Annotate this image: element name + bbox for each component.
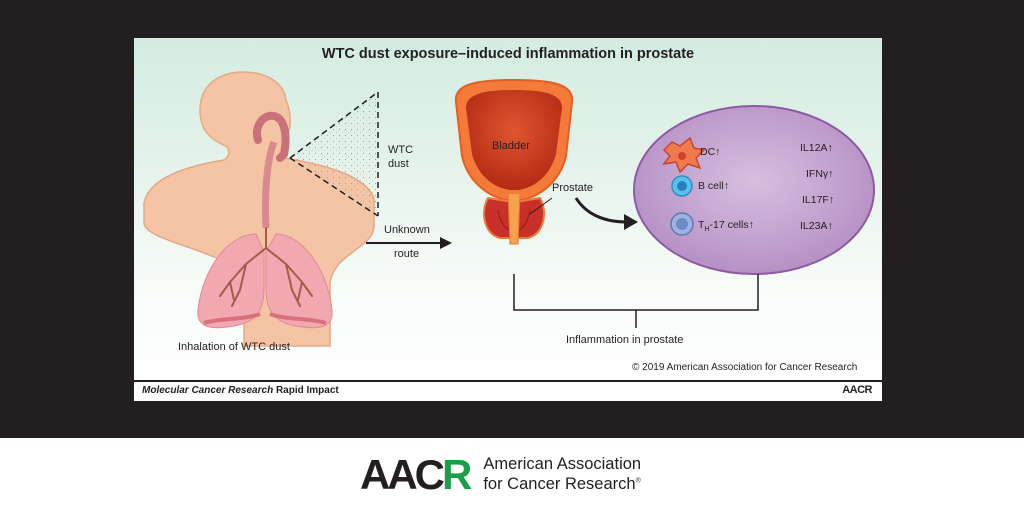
aacr-name: American Association for Cancer Research…: [483, 455, 641, 495]
dc-cell-icon: [662, 136, 706, 174]
ifng-up-arrow-icon: ↑: [828, 168, 834, 180]
bladder-prostate: [454, 78, 574, 245]
footer-aacr-logo: AACR: [842, 384, 872, 396]
th17-name-sub: H: [704, 226, 710, 234]
unknown-route-label-1: Unknown: [384, 224, 430, 236]
dc-up-arrow-icon: ↑: [715, 146, 721, 158]
brand-bar: [0, 438, 1024, 512]
cytokine-il12a-name: IL12A: [800, 142, 828, 154]
b-cell-label: B cell↑: [698, 180, 729, 192]
figure-area: WTC dust exposure–induced inflammation i…: [134, 38, 882, 380]
aacr-logo-prefix: AAC: [360, 451, 445, 498]
figure-title: WTC dust exposure–induced inflammation i…: [321, 46, 695, 62]
dc-name: DC: [700, 146, 716, 158]
copyright: © 2019 American Association for Cancer R…: [632, 362, 858, 373]
prostate-label: Prostate: [552, 182, 593, 194]
aacr-name-line1: American Association: [483, 455, 642, 474]
wtc-dust-label-1: WTC: [388, 144, 414, 156]
th17-cell-icon: [670, 212, 694, 236]
cytokine-il17f-name: IL17F: [802, 194, 829, 206]
cytokine-ifng: IFNγ↑: [806, 168, 833, 180]
th17-name-rest: -17 cells: [709, 219, 749, 231]
aacr-logo-r: R: [442, 451, 472, 498]
footer-divider: [134, 380, 882, 382]
inhalation-label: Inhalation of WTC dust: [178, 341, 290, 353]
figure-card: WTC dust exposure–induced inflammation i…: [134, 38, 882, 401]
section-name: Rapid Impact: [275, 385, 339, 396]
inflammation-label: Inflammation in prostate: [566, 334, 684, 346]
th17-label: TH-17 cells↑: [698, 219, 754, 233]
il17f-up-arrow-icon: ↑: [828, 194, 835, 206]
b-cell-name: B cell: [698, 180, 724, 192]
lungs: [197, 227, 333, 329]
journal-name: Molecular Cancer Research: [142, 385, 274, 396]
aacr-name-line2-text: for Cancer Research: [483, 475, 636, 493]
unknown-route-arrow: [366, 237, 452, 249]
th17-name-main: T: [698, 219, 705, 231]
il12a-up-arrow-icon: ↑: [827, 142, 833, 154]
registered-mark-icon: ®: [635, 477, 641, 485]
inflammation-bracket: [513, 274, 759, 328]
cytokine-il23a: IL23A↑: [800, 220, 833, 232]
bladder-label: Bladder: [492, 140, 530, 152]
b-cell-up-arrow-icon: ↑: [723, 180, 729, 192]
aacr-brand: AACR American Association for Cancer Res…: [360, 451, 641, 498]
il23a-up-arrow-icon: ↑: [827, 220, 833, 232]
b-cell-icon: [671, 175, 693, 197]
cytokine-il23a-name: IL23A: [800, 220, 828, 232]
cytokine-il12a: IL12A↑: [800, 142, 833, 154]
dust-cone: [289, 91, 379, 217]
cytokine-ifng-name: IFNγ: [806, 168, 829, 180]
wtc-dust-label-2: dust: [388, 158, 409, 170]
aacr-name-line2: for Cancer Research®: [483, 475, 641, 495]
unknown-route-label-2: route: [394, 248, 420, 260]
inflammation-ellipse: [633, 105, 875, 275]
prostate-to-cells-arrow: [574, 197, 638, 230]
cytokine-il17f: IL17F↑: [802, 194, 834, 206]
figure-illustration: [143, 71, 875, 347]
th17-up-arrow-icon: ↑: [748, 219, 754, 231]
aacr-logo: AACR: [360, 451, 472, 498]
footer-journal: Molecular Cancer Research Rapid Impact: [142, 385, 339, 396]
dc-label: DC↑: [700, 146, 720, 158]
